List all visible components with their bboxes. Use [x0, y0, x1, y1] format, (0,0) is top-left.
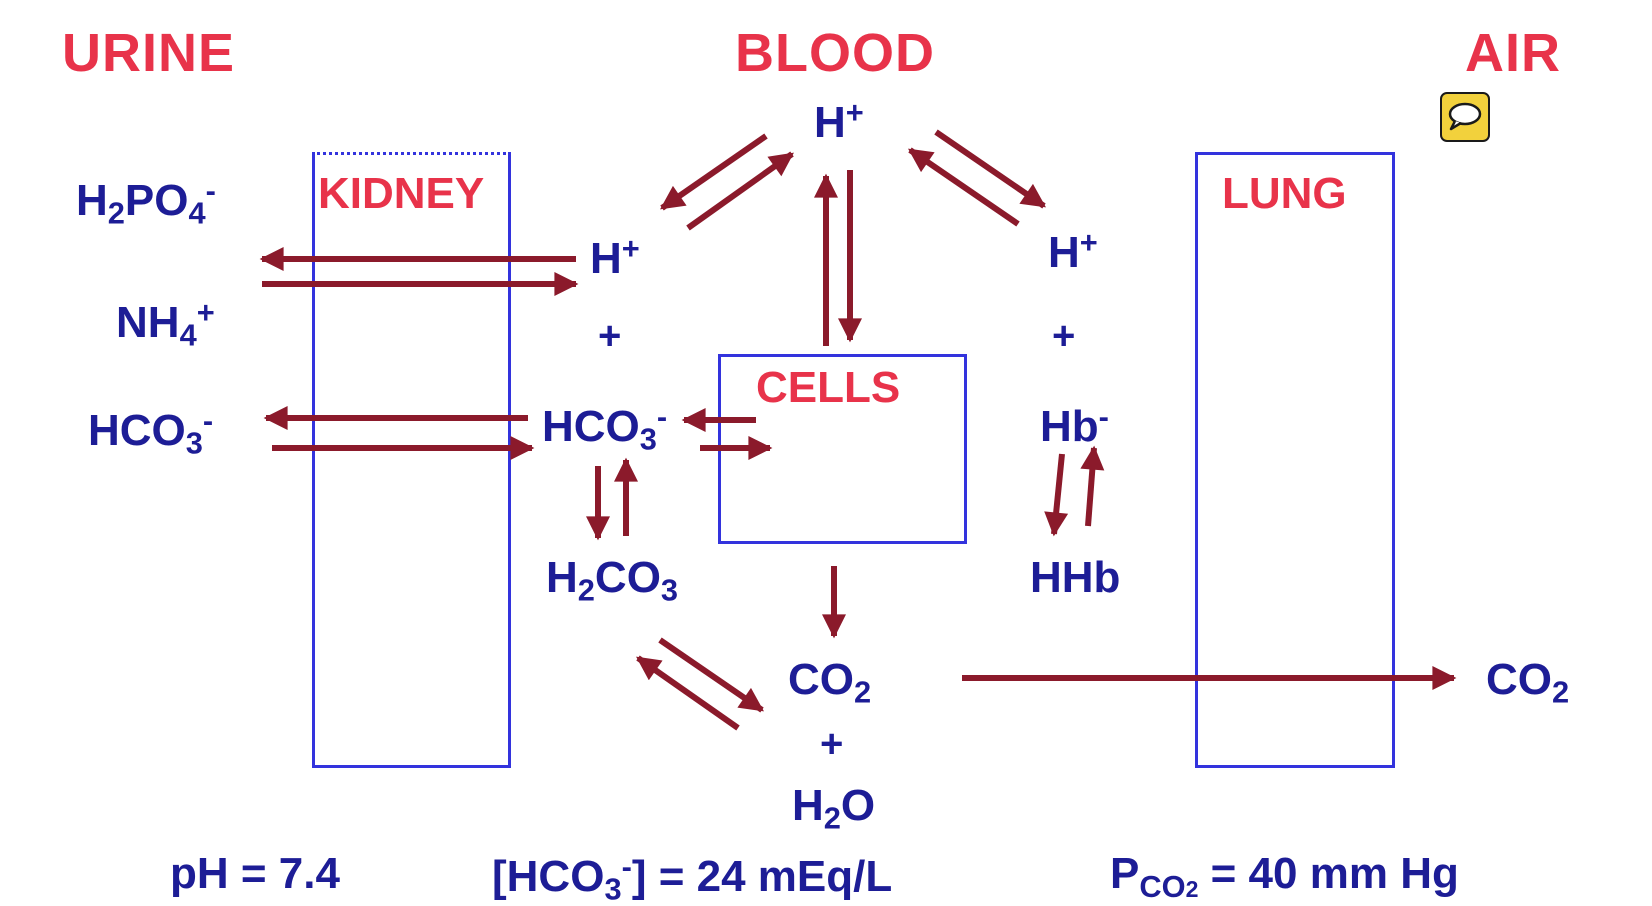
arrow-h2co3-to-co2	[658, 637, 764, 713]
arrow-co2-to-h2co3	[636, 655, 740, 731]
cells-label: CELLS	[756, 363, 901, 412]
comment-icon[interactable]	[1440, 92, 1490, 142]
arrow-hb-to-hhb	[1044, 453, 1069, 537]
blood-plus-right: +	[1052, 314, 1076, 358]
footer-pco2: PCO2 = 40 mm Hg	[1110, 849, 1459, 904]
arrow-h-top-to-h-left	[660, 133, 768, 211]
arrow-h-top-to-h-right	[934, 129, 1046, 209]
kidney-box	[312, 152, 511, 768]
arrow-hhb-to-hb	[1080, 445, 1105, 527]
blood-co2: CO2	[788, 655, 872, 710]
blood-hco3: HCO3-	[542, 399, 668, 457]
blood-hhb: HHb	[1030, 553, 1121, 602]
lung-label: LUNG	[1222, 169, 1347, 218]
urine-h2po4: H2PO4-	[76, 173, 216, 231]
blood-h-top: H+	[814, 95, 864, 147]
urine-hco3: HCO3-	[88, 403, 214, 461]
blood-header: BLOOD	[735, 23, 935, 83]
lung-box	[1195, 152, 1395, 768]
footer-hco3: [HCO3-] = 24 mEq/L	[492, 849, 893, 906]
blood-h2o: H2O	[792, 781, 876, 836]
arrow-h-left-to-h-top	[686, 151, 794, 231]
footer-ph: pH = 7.4	[170, 849, 340, 898]
blood-plus-left: +	[598, 314, 622, 358]
blood-hb: Hb-	[1040, 399, 1109, 451]
air-co2: CO2	[1486, 655, 1570, 710]
air-header: AIR	[1465, 23, 1561, 83]
blood-h-right: H+	[1048, 225, 1098, 277]
arrow-h-right-to-h-top	[908, 147, 1020, 227]
kidney-label: KIDNEY	[318, 169, 485, 218]
blood-plus-bottom: +	[820, 722, 844, 766]
blood-h2co3: H2CO3	[546, 553, 679, 608]
urine-nh4: NH4+	[116, 295, 215, 353]
urine-header: URINE	[62, 23, 236, 83]
blood-h-left: H+	[590, 231, 640, 283]
